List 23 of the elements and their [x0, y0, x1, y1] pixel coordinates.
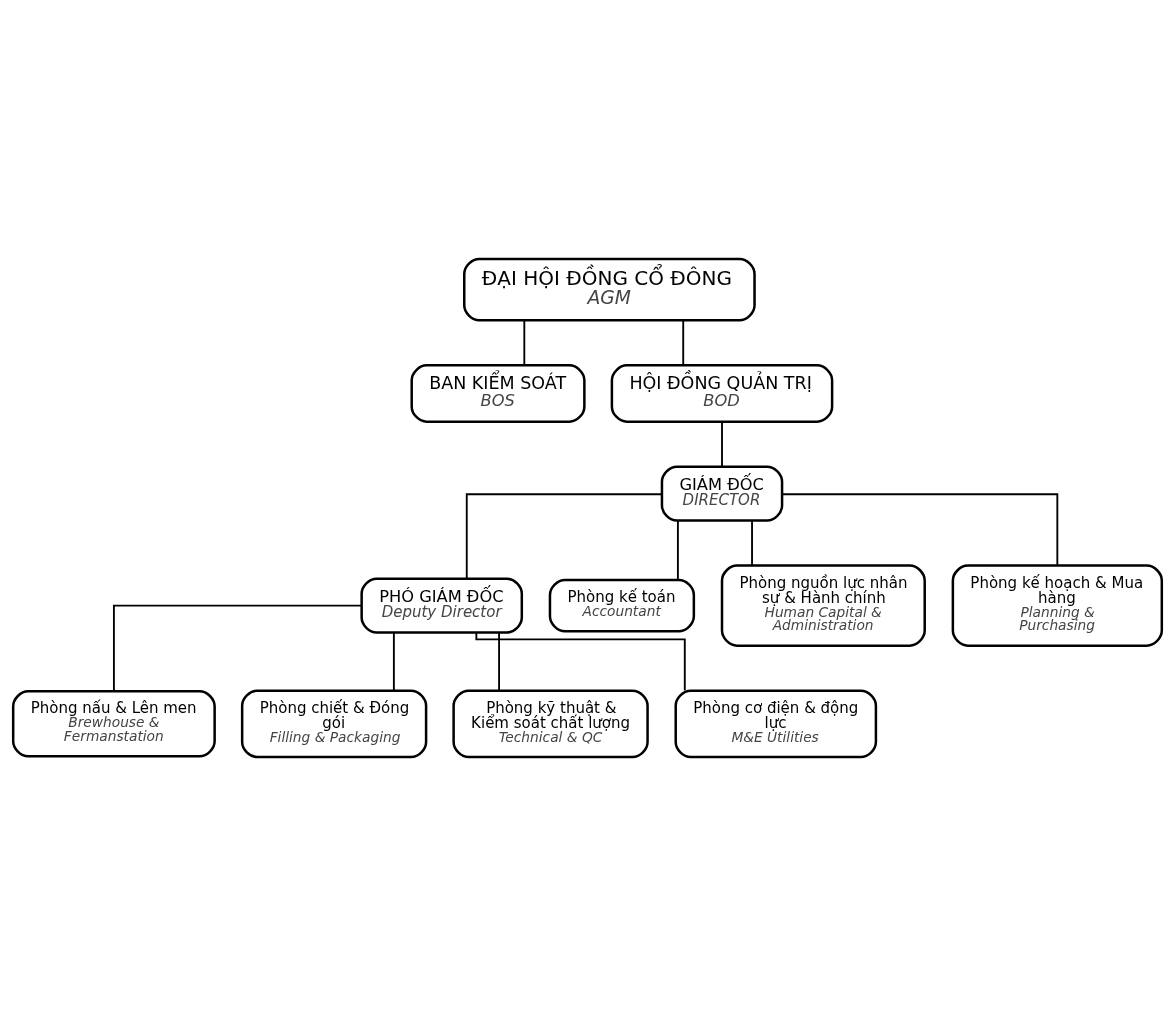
node-box: Phòng kỹ thuật & Kiểm soát chất lượng Technical & QC — [452, 688, 649, 758]
node-box: PHÓ GIÁM ĐỐC Deputy Director — [360, 576, 524, 634]
node-box: GIÁM ĐỐC DIRECTOR — [660, 464, 784, 522]
connector — [682, 319, 685, 366]
connector — [676, 519, 679, 581]
connector — [465, 492, 663, 580]
connector — [781, 492, 1059, 566]
node-box: Phòng kế hoạch & Mua hàng Planning & Purchasing — [951, 563, 1164, 647]
node-box: HỘI ĐỒNG QUẢN TRỊ BOD — [610, 363, 834, 423]
connector — [112, 604, 363, 692]
connector — [392, 631, 395, 692]
connector — [751, 519, 753, 566]
connector — [475, 631, 686, 691]
node-box: Phòng nguồn lực nhân sự & Hành chính Human Capital & Administration — [720, 563, 926, 647]
connector — [523, 319, 526, 366]
node-box: Phòng chiết & Đóng gói Filling & Packaging — [240, 688, 428, 758]
connector — [498, 631, 500, 692]
node-box: Phòng kế toán Accountant — [548, 578, 696, 632]
node-box: BAN KIỂM SOÁT BOS — [410, 363, 586, 423]
node-box: ĐẠI HỘI ĐỒNG CỔ ĐÔNG AGM — [463, 257, 756, 322]
node-box: Phòng nấu & Lên men Brewhouse & Fermanstation — [11, 689, 216, 758]
node-box: Phòng cơ điện & động lực M&E Utilities — [674, 688, 878, 758]
connector — [721, 420, 723, 467]
